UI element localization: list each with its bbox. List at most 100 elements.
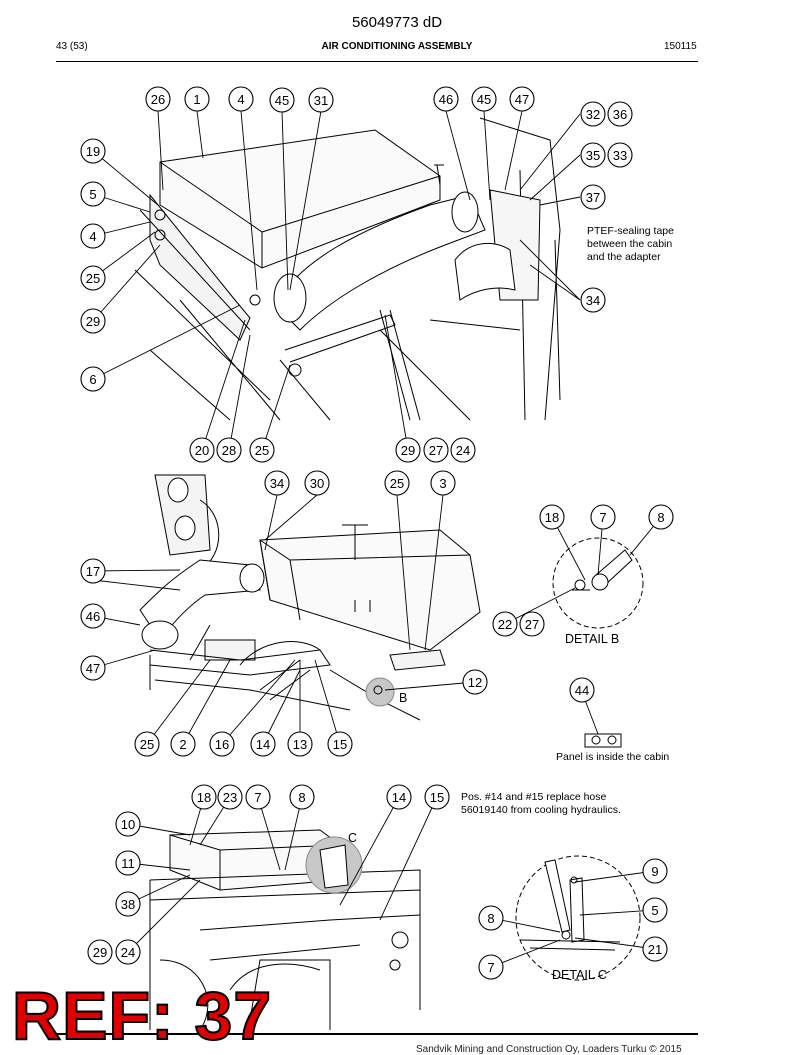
callout-detail-c-7: 7 [478, 954, 504, 980]
callout-bubble [580, 287, 606, 313]
callout-bubble [269, 87, 295, 113]
callout-bubble [80, 308, 106, 334]
callout-view3-14: 14 [386, 784, 412, 810]
callout-number: 27 [429, 443, 443, 458]
callout-bubble [249, 437, 275, 463]
callout-view2-3: 3 [430, 470, 456, 496]
callout-number: 46 [86, 609, 100, 624]
callout-view1-25: 25 [80, 265, 106, 291]
callout-bubble [478, 905, 504, 931]
callout-number: 29 [86, 314, 100, 329]
callout-view2-15: 15 [327, 731, 353, 757]
callout-bubble [395, 437, 421, 463]
callout-number: 25 [86, 271, 100, 286]
document-date: 150115 [664, 41, 697, 52]
ptef-note-line: PTEF-sealing tape [587, 225, 674, 237]
callout-view1-28: 28 [216, 437, 242, 463]
callout-view1-20: 20 [189, 437, 215, 463]
callout-number: 22 [498, 617, 512, 632]
callout-view1-37: 37 [580, 184, 606, 210]
callout-number: 25 [255, 443, 269, 458]
detail-b-marker: B [399, 691, 408, 705]
callout-number: 29 [401, 443, 415, 458]
callout-view3-11: 11 [115, 850, 141, 876]
callout-view1-45: 45 [471, 86, 497, 112]
callout-number: 7 [599, 510, 606, 525]
callout-view2-25: 25 [384, 470, 410, 496]
callout-number: 27 [525, 617, 539, 632]
callout-bubble [191, 784, 217, 810]
callout-view2-30: 30 [304, 470, 330, 496]
callout-number: 7 [487, 960, 494, 975]
callout-view2-16: 16 [209, 731, 235, 757]
callout-view3-38: 38 [115, 891, 141, 917]
callout-bubble [509, 86, 535, 112]
callout-bubble [145, 86, 171, 112]
callout-bubble [80, 603, 106, 629]
view-3-linework [149, 829, 421, 1031]
callout-view1-36: 36 [607, 101, 633, 127]
callout-bubble [264, 470, 290, 496]
callout-bubble [492, 611, 518, 637]
callout-view3-15: 15 [424, 784, 450, 810]
callout-number: 15 [430, 790, 444, 805]
callout-view1-24: 24 [450, 437, 476, 463]
header-rule [56, 61, 698, 62]
callout-number: 45 [275, 93, 289, 108]
callout-bubble [184, 86, 210, 112]
panel-linework [584, 733, 622, 748]
callout-bubble [642, 897, 668, 923]
callout-view2-13: 13 [287, 731, 313, 757]
callout-number: 11 [121, 856, 135, 871]
callout-view2-14: 14 [250, 731, 276, 757]
callout-view3-7: 7 [245, 784, 271, 810]
callout-number: 44 [575, 683, 589, 698]
callout-bubble [433, 86, 459, 112]
panel-note: Panel is inside the cabin [556, 751, 670, 763]
callout-bubble [642, 936, 668, 962]
callout-view1-45: 45 [269, 87, 295, 113]
callout-bubble [430, 470, 456, 496]
callout-number: 6 [89, 372, 96, 387]
callout-bubble [450, 437, 476, 463]
callout-number: 8 [657, 510, 664, 525]
callout-view1-4: 4 [80, 223, 106, 249]
callout-bubble [648, 504, 674, 530]
callout-bubble [642, 858, 668, 884]
callout-bubble [424, 784, 450, 810]
callout-view1-4: 4 [228, 86, 254, 112]
callout-detail-c-21: 21 [642, 936, 668, 962]
callout-number: 24 [456, 443, 470, 458]
callout-number: 26 [151, 92, 165, 107]
callout-view3-10: 10 [115, 811, 141, 837]
callout-number: 37 [586, 190, 600, 205]
callout-view1-29: 29 [395, 437, 421, 463]
callout-number: 20 [195, 443, 209, 458]
callout-bubble [304, 470, 330, 496]
callout-view1-5: 5 [80, 181, 106, 207]
callout-number: 29 [93, 945, 107, 960]
view-2-linework [139, 474, 481, 721]
callout-number: 46 [439, 92, 453, 107]
detail-b-label: DETAIL B [565, 632, 620, 646]
callout-number: 30 [310, 476, 324, 491]
callout-number: 5 [89, 187, 96, 202]
callout-number: 18 [545, 510, 559, 525]
callout-number: 21 [648, 942, 662, 957]
callout-bubble [607, 142, 633, 168]
callout-bubble [519, 611, 545, 637]
callout-view1-1: 1 [184, 86, 210, 112]
callout-number: 10 [121, 817, 135, 832]
callout-number: 47 [515, 92, 529, 107]
detail-b-linework [552, 537, 644, 629]
callout-number: 33 [613, 148, 627, 163]
callout-number: 38 [121, 897, 135, 912]
callout-bubble [423, 437, 449, 463]
detail-c-linework [515, 855, 641, 981]
callout-number: 19 [86, 144, 100, 159]
callout-bubble [189, 437, 215, 463]
callout-view1-27: 27 [423, 437, 449, 463]
callout-number: 8 [487, 911, 494, 926]
callout-number: 32 [586, 107, 600, 122]
